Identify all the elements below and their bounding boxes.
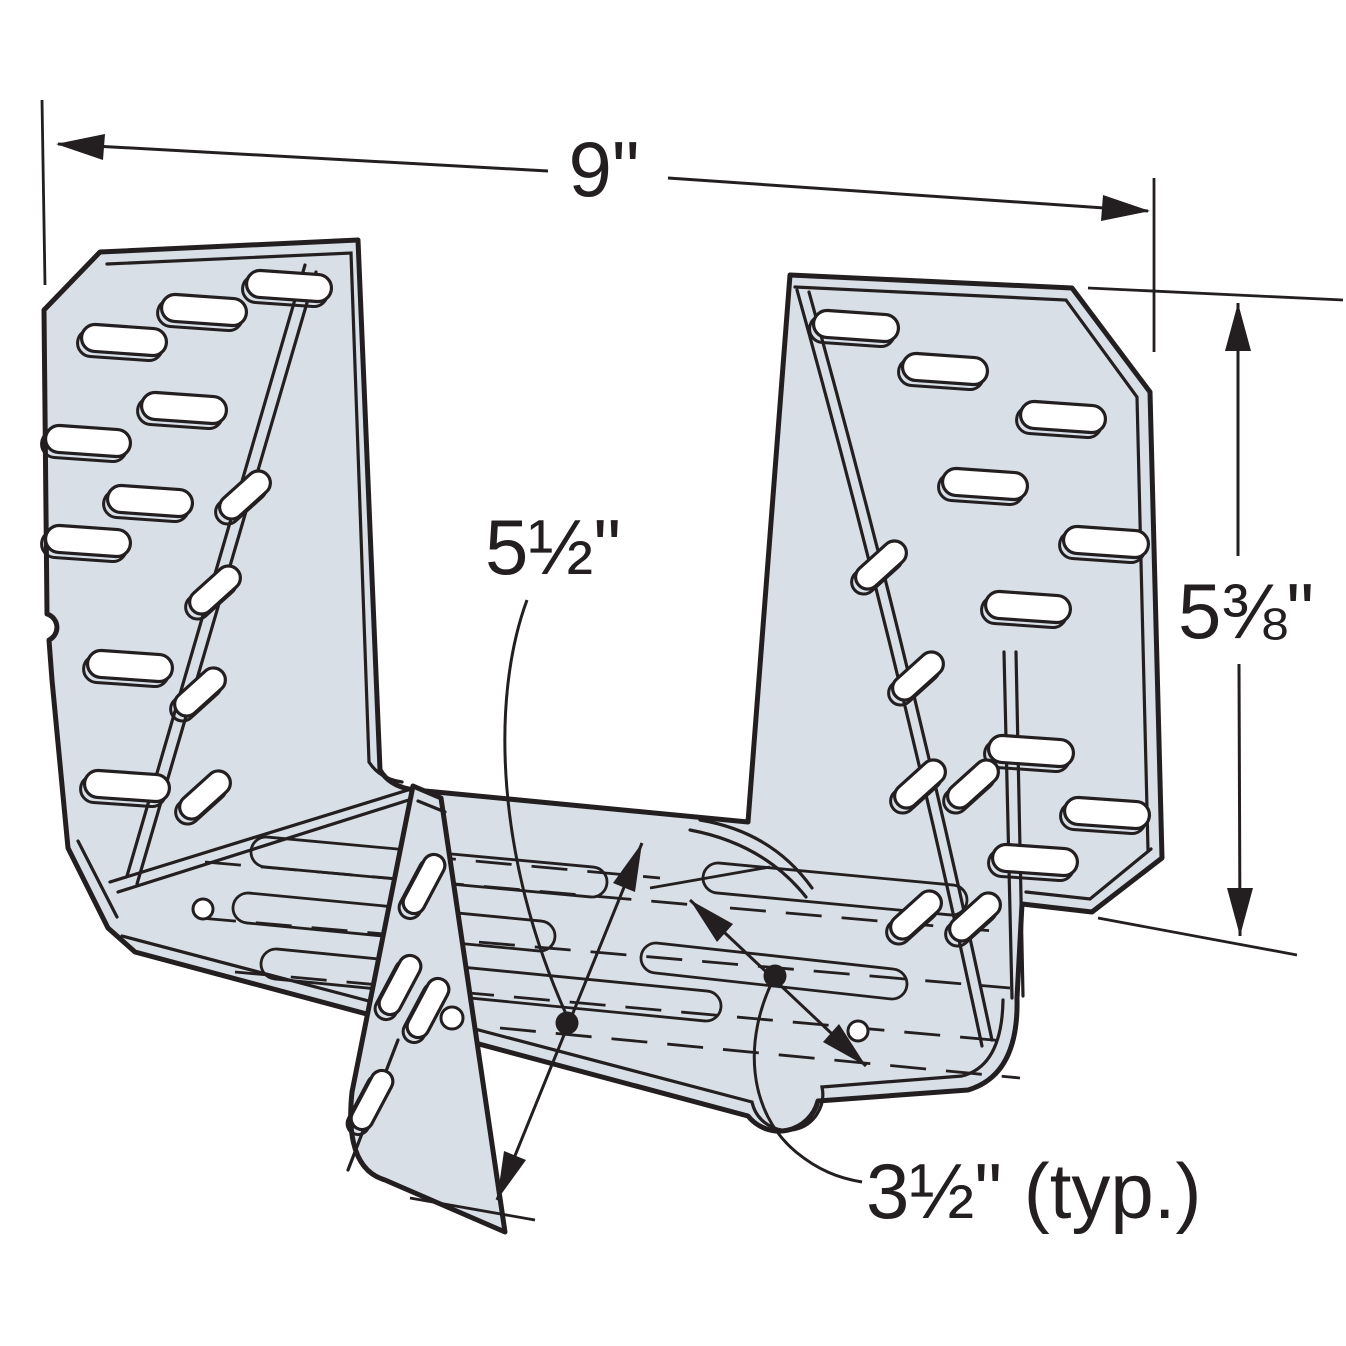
dimension-width-label: 9" xyxy=(568,125,639,213)
right-flange-edges xyxy=(793,285,1153,1048)
left-flange-nail-slots xyxy=(40,268,333,808)
leader-dots xyxy=(555,964,787,1035)
center-fin-slots xyxy=(345,852,465,1136)
extension-lines xyxy=(40,99,1344,1222)
arrowheads xyxy=(56,134,1253,1200)
seat-edges xyxy=(76,788,1005,1132)
leader-seat-width xyxy=(752,975,863,1184)
dimension-height-label: 5⅜" xyxy=(1178,567,1314,655)
dimension-seat-width-label: 3½" (typ.) xyxy=(866,1147,1201,1235)
right-flange-skewed-slots xyxy=(850,539,1002,948)
leader-curves xyxy=(503,599,863,1184)
right-flange xyxy=(793,285,1153,1048)
left-flange xyxy=(40,251,404,886)
leader-seat-depth xyxy=(503,599,568,1015)
right-flange-nail-slots xyxy=(808,308,1151,882)
center-fin xyxy=(345,783,508,1235)
dimension-seat-depth-label: 5½" xyxy=(485,503,621,591)
dimension-annotations: 9" 5⅜" 5½" 3½" (typ.) xyxy=(40,99,1344,1235)
seat-round-holes xyxy=(191,897,870,1043)
left-flange-skewed-slots xyxy=(169,469,272,826)
